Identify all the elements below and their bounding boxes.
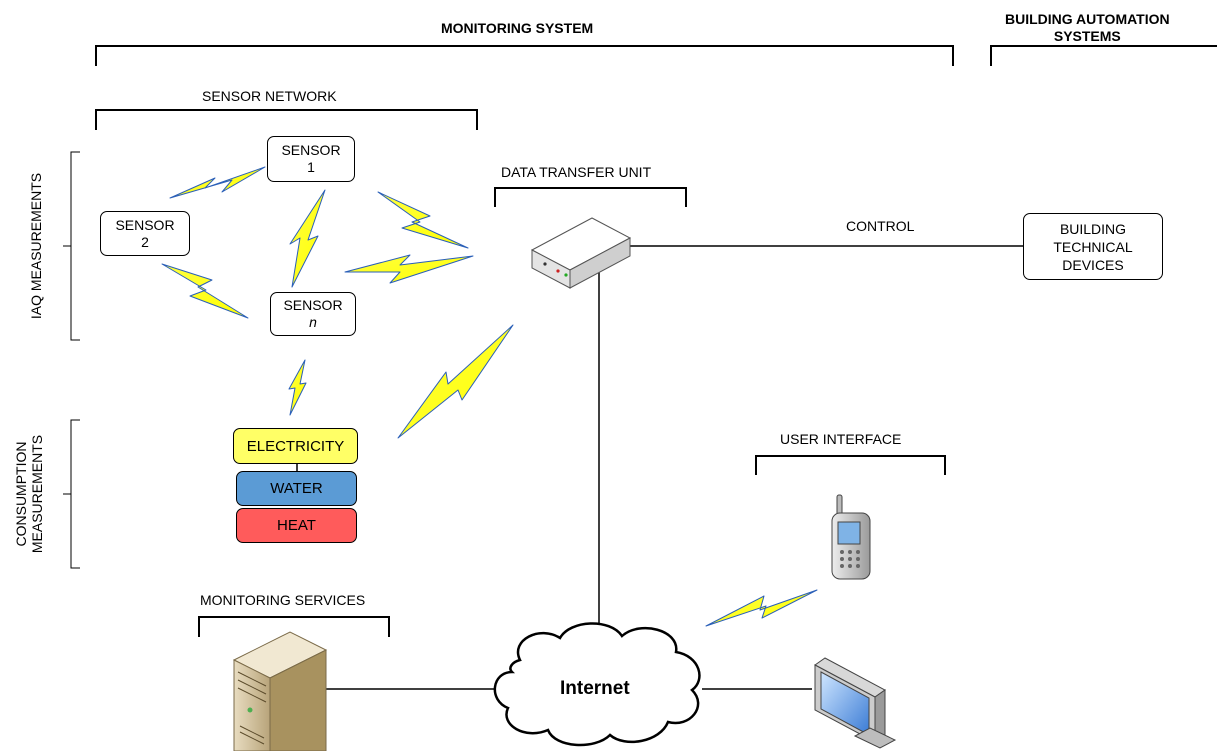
bolt-sn-dtu [344,254,474,284]
mobile-phone-icon [831,494,871,580]
building-automation-bracket [990,45,1217,66]
user-interface-bracket [755,455,946,475]
consumption-line1: CONSUMPTION [13,441,29,547]
monitoring-services-bracket [198,616,390,637]
sensor-2-line1: SENSOR [115,216,175,233]
iaq-side-bracket [63,151,80,341]
building-automation-label: BUILDING AUTOMATION SYSTEMS [1005,11,1170,45]
data-transfer-unit-label: DATA TRANSFER UNIT [501,164,652,180]
electricity-meter-box: ELECTRICITY [233,428,358,464]
building-automation-line2: SYSTEMS [1053,28,1121,44]
data-transfer-unit-device [530,217,632,289]
bolt-s1-s2 [169,166,266,199]
monitoring-system-label: MONITORING SYSTEM [441,20,594,36]
sensor-n-line2: n [309,314,317,330]
bolt-s2-sn [161,263,249,319]
sensor-network-bracket [95,109,478,130]
sensor-network-label: SENSOR NETWORK [202,88,337,104]
sensor-1-box: SENSOR 1 [267,136,355,182]
computer-monitor-icon [814,657,897,749]
bolt-phone-link [705,589,818,627]
monitoring-services-label: MONITORING SERVICES [200,592,366,608]
building-automation-line1: BUILDING AUTOMATION [1005,11,1170,27]
sensor-2-box: SENSOR 2 [100,211,190,256]
sensor-2-line2: 2 [141,233,149,250]
sensor-1-line1: SENSOR [281,142,341,158]
building-devices-line2: TECHNICAL [1053,238,1133,255]
sensor-n-line1: SENSOR [283,297,343,313]
connection-lines [296,245,1023,690]
bolt-s1-dtu [377,191,469,249]
iaq-measurements-label: IAQ MEASUREMENTS [28,172,44,320]
sensor-1-line2: 1 [307,159,315,175]
bolt-s1-sn [289,189,326,288]
consumption-side-bracket [63,419,80,569]
control-label: CONTROL [846,218,915,234]
water-meter-box: WATER [236,471,357,506]
building-devices-line1: BUILDING [1059,220,1127,237]
server-icon [232,631,328,751]
bolt-meters-dtu [397,324,514,439]
heat-meter-box: HEAT [236,508,357,543]
bolt-sn-meters [288,359,307,416]
lightning-bolts [161,166,818,627]
user-interface-label: USER INTERFACE [780,431,902,447]
building-technical-devices-box: BUILDING TECHNICAL DEVICES [1023,213,1163,280]
internet-cloud [493,622,701,747]
building-devices-line3: DEVICES [1062,256,1124,273]
sensor-n-box: SENSOR n [270,292,356,336]
data-transfer-unit-bracket [494,187,687,207]
monitoring-system-bracket [95,45,954,66]
consumption-line2: MEASUREMENTS [29,434,45,554]
consumption-measurements-label: CONSUMPTION MEASUREMENTS [13,434,45,554]
internet-label: Internet [560,678,630,699]
